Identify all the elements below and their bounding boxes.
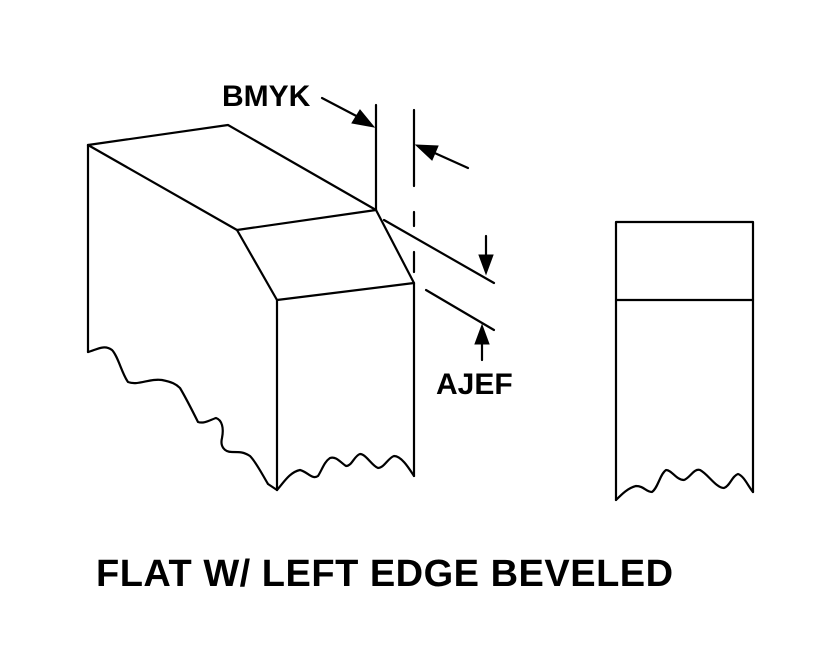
ajef-arrowhead-top	[478, 254, 494, 276]
ajef-arrowhead-bottom	[474, 323, 490, 345]
bevel-face	[235, 208, 416, 302]
diagram-caption: FLAT W/ LEFT EDGE BEVELED	[96, 553, 674, 595]
ajef-dimension: AJEF	[382, 218, 513, 401]
top-face	[86, 123, 378, 212]
isometric-view	[86, 123, 416, 492]
bmyk-dimension: BMYK	[222, 80, 470, 274]
ajef-extension-line-top	[382, 218, 496, 285]
left-face-break-line	[86, 346, 279, 492]
end-view	[614, 220, 755, 502]
bmyk-arrowhead-right	[414, 144, 439, 161]
end-view-outline	[614, 220, 755, 502]
ajef-label: AJEF	[436, 368, 513, 401]
bmyk-label: BMYK	[222, 80, 311, 113]
end-view-break-line	[614, 468, 755, 502]
top-face-front-edge	[86, 143, 239, 232]
front-face-break-line	[275, 452, 416, 492]
ajef-extension-line-bottom	[424, 288, 496, 332]
bmyk-arrowhead-left	[351, 109, 376, 128]
